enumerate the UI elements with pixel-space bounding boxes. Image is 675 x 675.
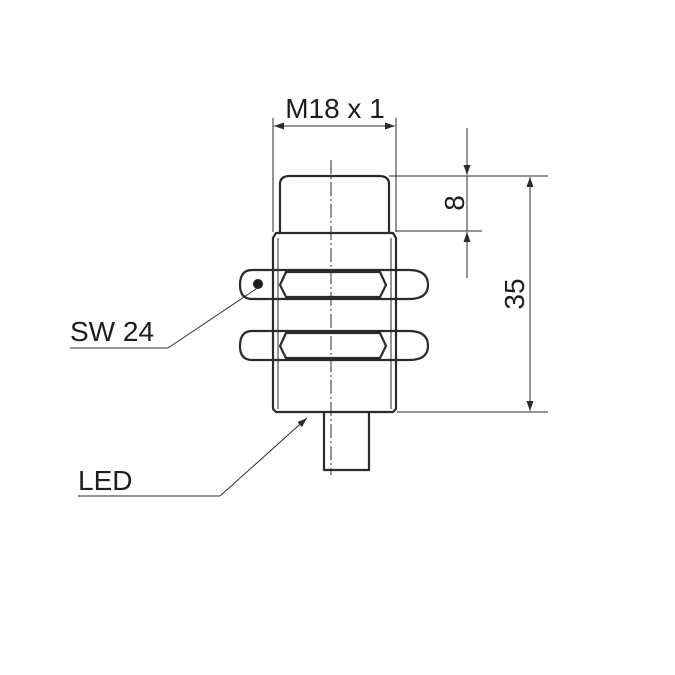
led-indicator-dot bbox=[253, 279, 263, 289]
sensing-face-cap bbox=[278, 174, 391, 235]
thread-dimension: M18 x 1 bbox=[272, 93, 397, 232]
lower-hex-nut bbox=[238, 329, 430, 362]
led-callout: LED bbox=[78, 417, 308, 497]
total-length-label: 35 bbox=[499, 278, 530, 309]
wrench-size-callout: SW 24 bbox=[70, 286, 260, 349]
face-length-dimension: 8 bbox=[389, 128, 548, 278]
sensor-body bbox=[238, 160, 430, 475]
total-length-dimension: 35 bbox=[397, 177, 548, 413]
face-length-label: 8 bbox=[439, 195, 470, 211]
thread-label: M18 x 1 bbox=[285, 93, 385, 124]
threaded-barrel bbox=[271, 231, 398, 414]
upper-hex-nut bbox=[238, 268, 430, 301]
led-label: LED bbox=[78, 465, 132, 496]
cable bbox=[322, 410, 371, 472]
wrench-size-label: SW 24 bbox=[70, 316, 154, 347]
